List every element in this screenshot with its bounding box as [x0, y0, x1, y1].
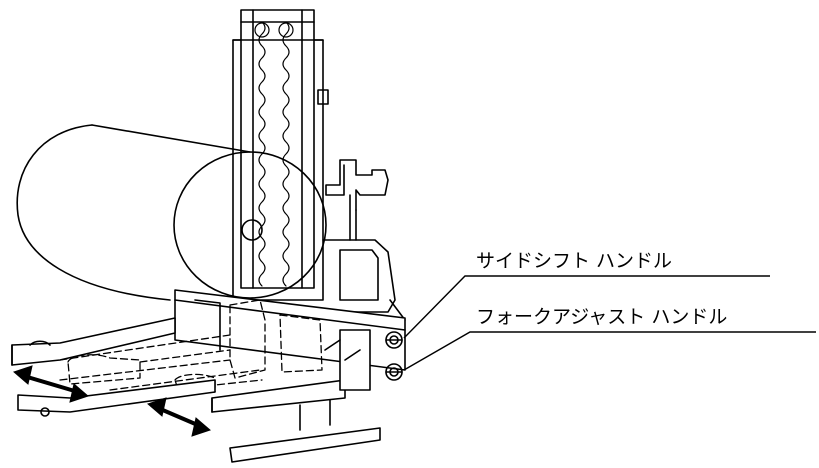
side-shift-handle-knob [385, 331, 403, 349]
tiller-handle [325, 159, 389, 241]
fork-adjust-arrow [147, 397, 211, 437]
side-shift-leader [403, 275, 770, 339]
truck-body [322, 239, 406, 321]
mast [232, 9, 329, 301]
side-shift-handle-label: サイドシフト ハンドル [476, 250, 673, 272]
lift-chains [254, 21, 294, 287]
roll-cylinder [16, 124, 327, 301]
fork-adjust-handle-label: フォークアジャスト ハンドル [476, 306, 728, 328]
callout-lines [403, 275, 816, 371]
side-shift-arrow [13, 365, 89, 403]
fork-adjust-leader [403, 331, 816, 371]
left-fork [11, 317, 216, 417]
right-fork [211, 329, 381, 463]
fork-adjust-handle-knob [385, 363, 403, 381]
